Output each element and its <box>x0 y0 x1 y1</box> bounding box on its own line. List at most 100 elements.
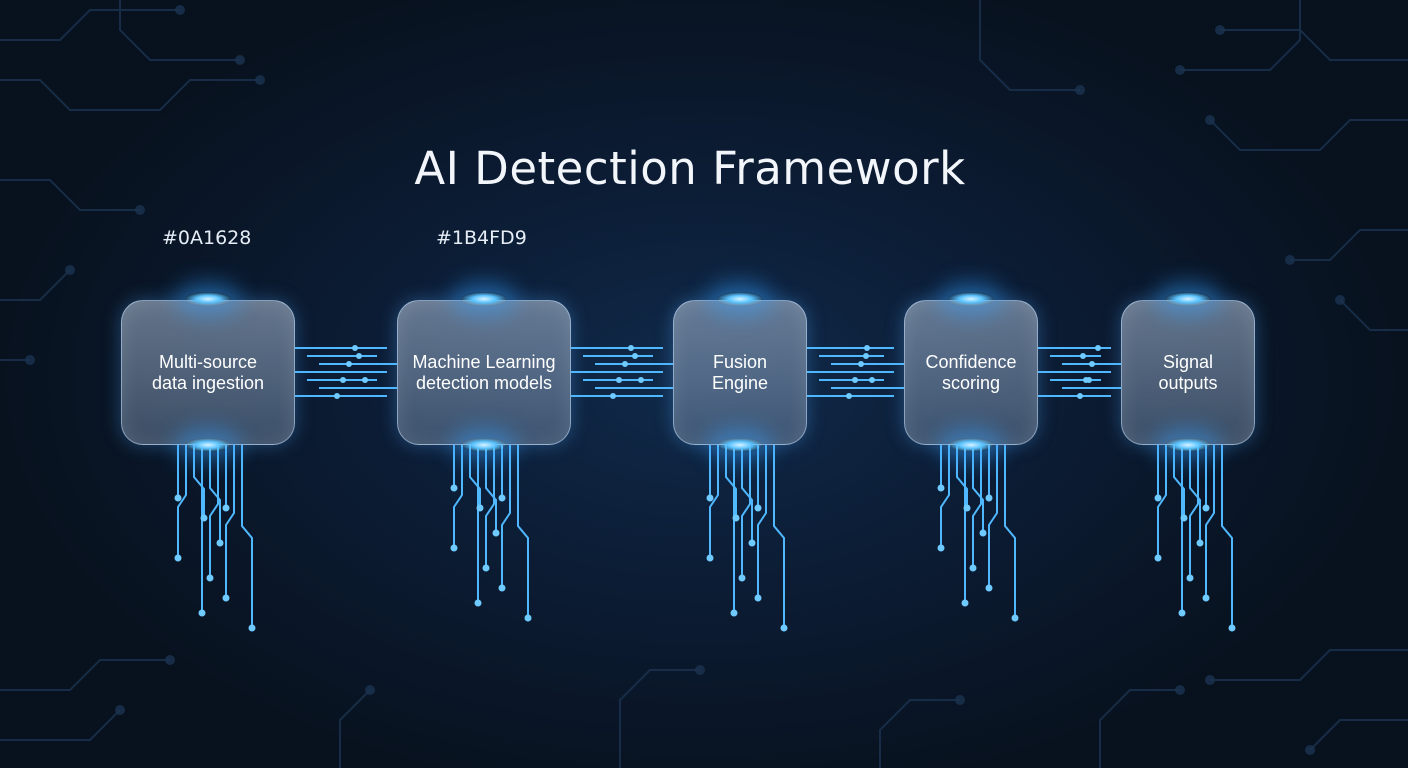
trace-dot <box>863 353 869 359</box>
trace-dot <box>1089 361 1095 367</box>
trace-endpoints <box>174 345 1236 632</box>
vertical-trace <box>988 445 998 585</box>
vertical-trace <box>501 445 511 585</box>
vertical-trace <box>209 445 221 540</box>
trace-dot <box>222 594 230 602</box>
glow-bottom <box>717 438 763 452</box>
vertical-trace <box>241 445 253 625</box>
node-label: Machine Learning detection models <box>412 351 556 393</box>
trace-dot <box>610 393 616 399</box>
trace-dot <box>492 529 500 537</box>
node-label: Confidence scoring <box>925 351 1017 393</box>
trace-dot <box>482 564 490 572</box>
trace-dot <box>206 574 214 582</box>
trace-dot <box>1154 494 1162 502</box>
trace-dot <box>1202 594 1210 602</box>
trace-dot <box>979 529 987 537</box>
trace-dot <box>174 494 182 502</box>
trace-dot <box>1228 624 1236 632</box>
node-data-ingestion: Multi-source data ingestion <box>121 300 295 445</box>
vertical-trace <box>1173 445 1185 515</box>
trace-dot <box>961 599 969 607</box>
trace-dot <box>846 393 852 399</box>
node-fusion-engine: Fusion Engine <box>673 300 807 445</box>
vertical-trace <box>709 445 719 555</box>
trace-dot <box>985 494 993 502</box>
trace-dot <box>352 345 358 351</box>
trace-dot <box>1180 514 1188 522</box>
node-label: Signal outputs <box>1158 351 1218 393</box>
trace-dot <box>474 599 482 607</box>
trace-dot <box>1095 345 1101 351</box>
vertical-trace <box>485 445 495 565</box>
trace-dot <box>628 345 634 351</box>
trace-dot <box>937 484 945 492</box>
trace-dot <box>732 514 740 522</box>
trace-dot <box>738 574 746 582</box>
trace-dot <box>869 377 875 383</box>
trace-dot <box>780 624 788 632</box>
node-label: Fusion Engine <box>711 351 769 393</box>
trace-dot <box>200 514 208 522</box>
vertical-trace <box>469 445 481 505</box>
glow-bottom <box>185 438 231 452</box>
vertical-trace <box>453 445 463 545</box>
trace-dot <box>622 361 628 367</box>
vertical-trace <box>517 445 529 615</box>
trace-dot <box>524 614 532 622</box>
trace-dot <box>858 361 864 367</box>
trace-dot <box>1086 377 1092 383</box>
trace-dot <box>616 377 622 383</box>
node-confidence-scoring: Confidence scoring <box>904 300 1038 445</box>
trace-dot <box>216 539 224 547</box>
trace-dot <box>937 544 945 552</box>
vertical-trace <box>972 445 982 565</box>
trace-dot <box>450 544 458 552</box>
trace-dot <box>754 504 762 512</box>
vertical-trace <box>193 445 205 515</box>
glow-top <box>1165 292 1211 306</box>
trace-dot <box>638 377 644 383</box>
glow-top <box>717 292 763 306</box>
trace-dot <box>852 377 858 383</box>
trace-dot <box>222 504 230 512</box>
glow-top <box>461 292 507 306</box>
node-signal-outputs: Signal outputs <box>1121 300 1255 445</box>
vertical-trace <box>773 445 785 625</box>
glow-top <box>948 292 994 306</box>
glow-bottom <box>948 438 994 452</box>
glow-bottom <box>461 438 507 452</box>
glow-top <box>185 292 231 306</box>
vertical-trace <box>956 445 968 505</box>
vertical-trace <box>1189 445 1201 540</box>
vertical-traces <box>177 445 1233 625</box>
trace-dot <box>1154 554 1162 562</box>
trace-dot <box>174 554 182 562</box>
trace-dot <box>1178 609 1186 617</box>
trace-dot <box>754 594 762 602</box>
trace-dot <box>963 504 971 512</box>
trace-dot <box>969 564 977 572</box>
vertical-trace <box>209 445 219 575</box>
trace-dot <box>706 554 714 562</box>
node-ml-models: Machine Learning detection models <box>397 300 571 445</box>
node-label: Multi-source data ingestion <box>151 351 265 393</box>
glow-bottom <box>1165 438 1211 452</box>
vertical-trace <box>757 445 767 595</box>
vertical-trace <box>1205 445 1215 595</box>
color-label-accent: #1B4FD9 <box>436 227 527 249</box>
vertical-trace <box>1004 445 1016 615</box>
trace-dot <box>1080 353 1086 359</box>
trace-dot <box>1011 614 1019 622</box>
trace-dot <box>334 393 340 399</box>
vertical-trace <box>1189 445 1199 575</box>
vertical-trace <box>1157 445 1167 555</box>
trace-dot <box>476 504 484 512</box>
vertical-trace <box>741 445 751 575</box>
trace-dot <box>346 361 352 367</box>
vertical-trace <box>485 445 497 530</box>
trace-dot <box>356 353 362 359</box>
